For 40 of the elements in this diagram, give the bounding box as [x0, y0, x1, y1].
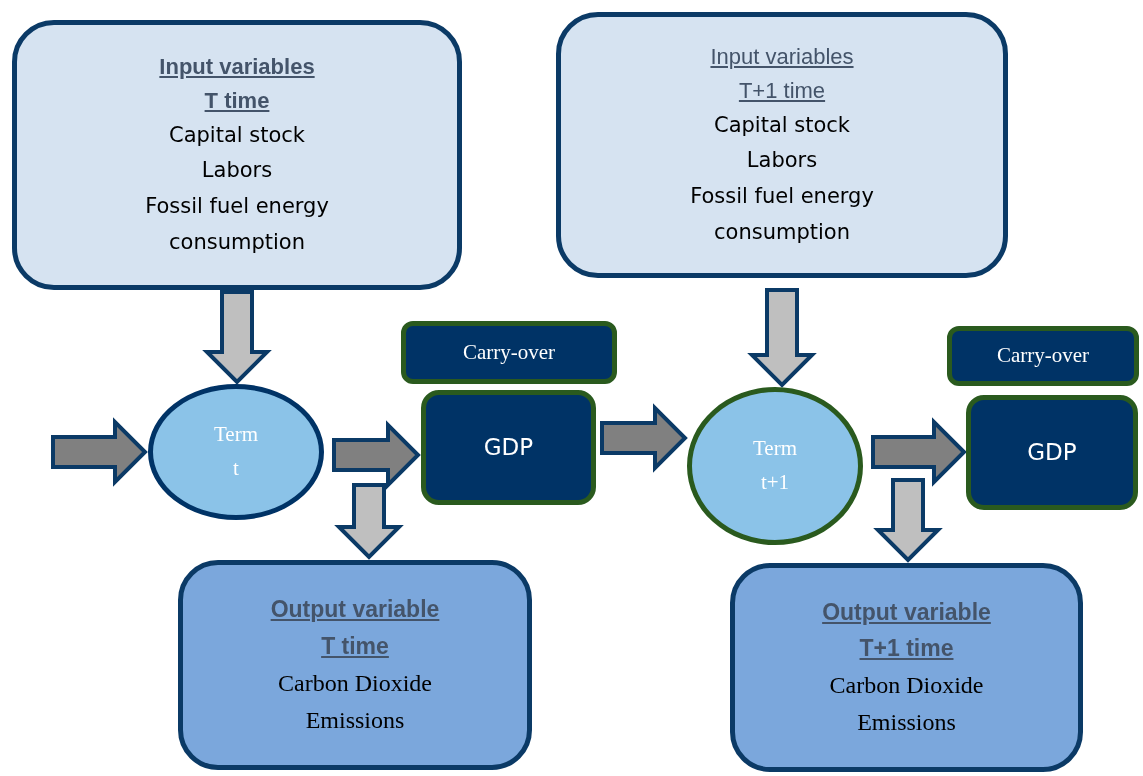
label-text: Capital stock [168, 121, 305, 149]
label-text: t [233, 455, 239, 482]
input-variables-box [12, 20, 462, 290]
carry-over-box [947, 326, 1139, 386]
label-text: GDP [483, 433, 534, 463]
heading-text: T+1 time [859, 634, 954, 664]
block-arrow [747, 288, 817, 388]
output-variable-box [730, 563, 1083, 772]
label-text: Carbon Dioxide Emissions [828, 671, 985, 738]
block-arrow [873, 478, 943, 563]
label-text: Fossil fuel energy consumption [689, 183, 875, 246]
label-text: Term [214, 421, 258, 449]
heading-text: T+1 time [738, 76, 826, 105]
block-arrow [332, 420, 421, 490]
block-arrow [600, 403, 688, 473]
carry-over-box [401, 321, 617, 384]
block-arrow [51, 417, 148, 487]
label-text: Labors [201, 157, 273, 185]
label-text: Fossil fuel energy consumption [144, 193, 330, 256]
heading-text: T time [204, 86, 270, 115]
label-text: Labors [746, 147, 818, 175]
label-text: Carry-over [996, 342, 1090, 370]
label-text: Carry-over [462, 338, 556, 366]
heading-text: Input variables [710, 42, 854, 71]
gdp-box [421, 390, 596, 505]
label-text: Term [753, 435, 797, 463]
block-arrow [334, 483, 404, 560]
label-text: Capital stock [713, 111, 850, 139]
label-text: t+1 [760, 469, 790, 496]
gdp-box [966, 395, 1138, 510]
label-text: GDP [1027, 438, 1077, 468]
heading-text: Output variable [270, 595, 440, 624]
label-text: Carbon Dioxide Emissions [277, 668, 433, 735]
heading-text: T time [321, 631, 389, 661]
heading-text: Input variables [159, 52, 315, 81]
heading-text: Output variable [822, 597, 991, 627]
block-arrow [202, 290, 272, 385]
output-variable-box [178, 560, 532, 770]
block-arrow [871, 417, 967, 487]
input-variables-box [556, 12, 1008, 278]
